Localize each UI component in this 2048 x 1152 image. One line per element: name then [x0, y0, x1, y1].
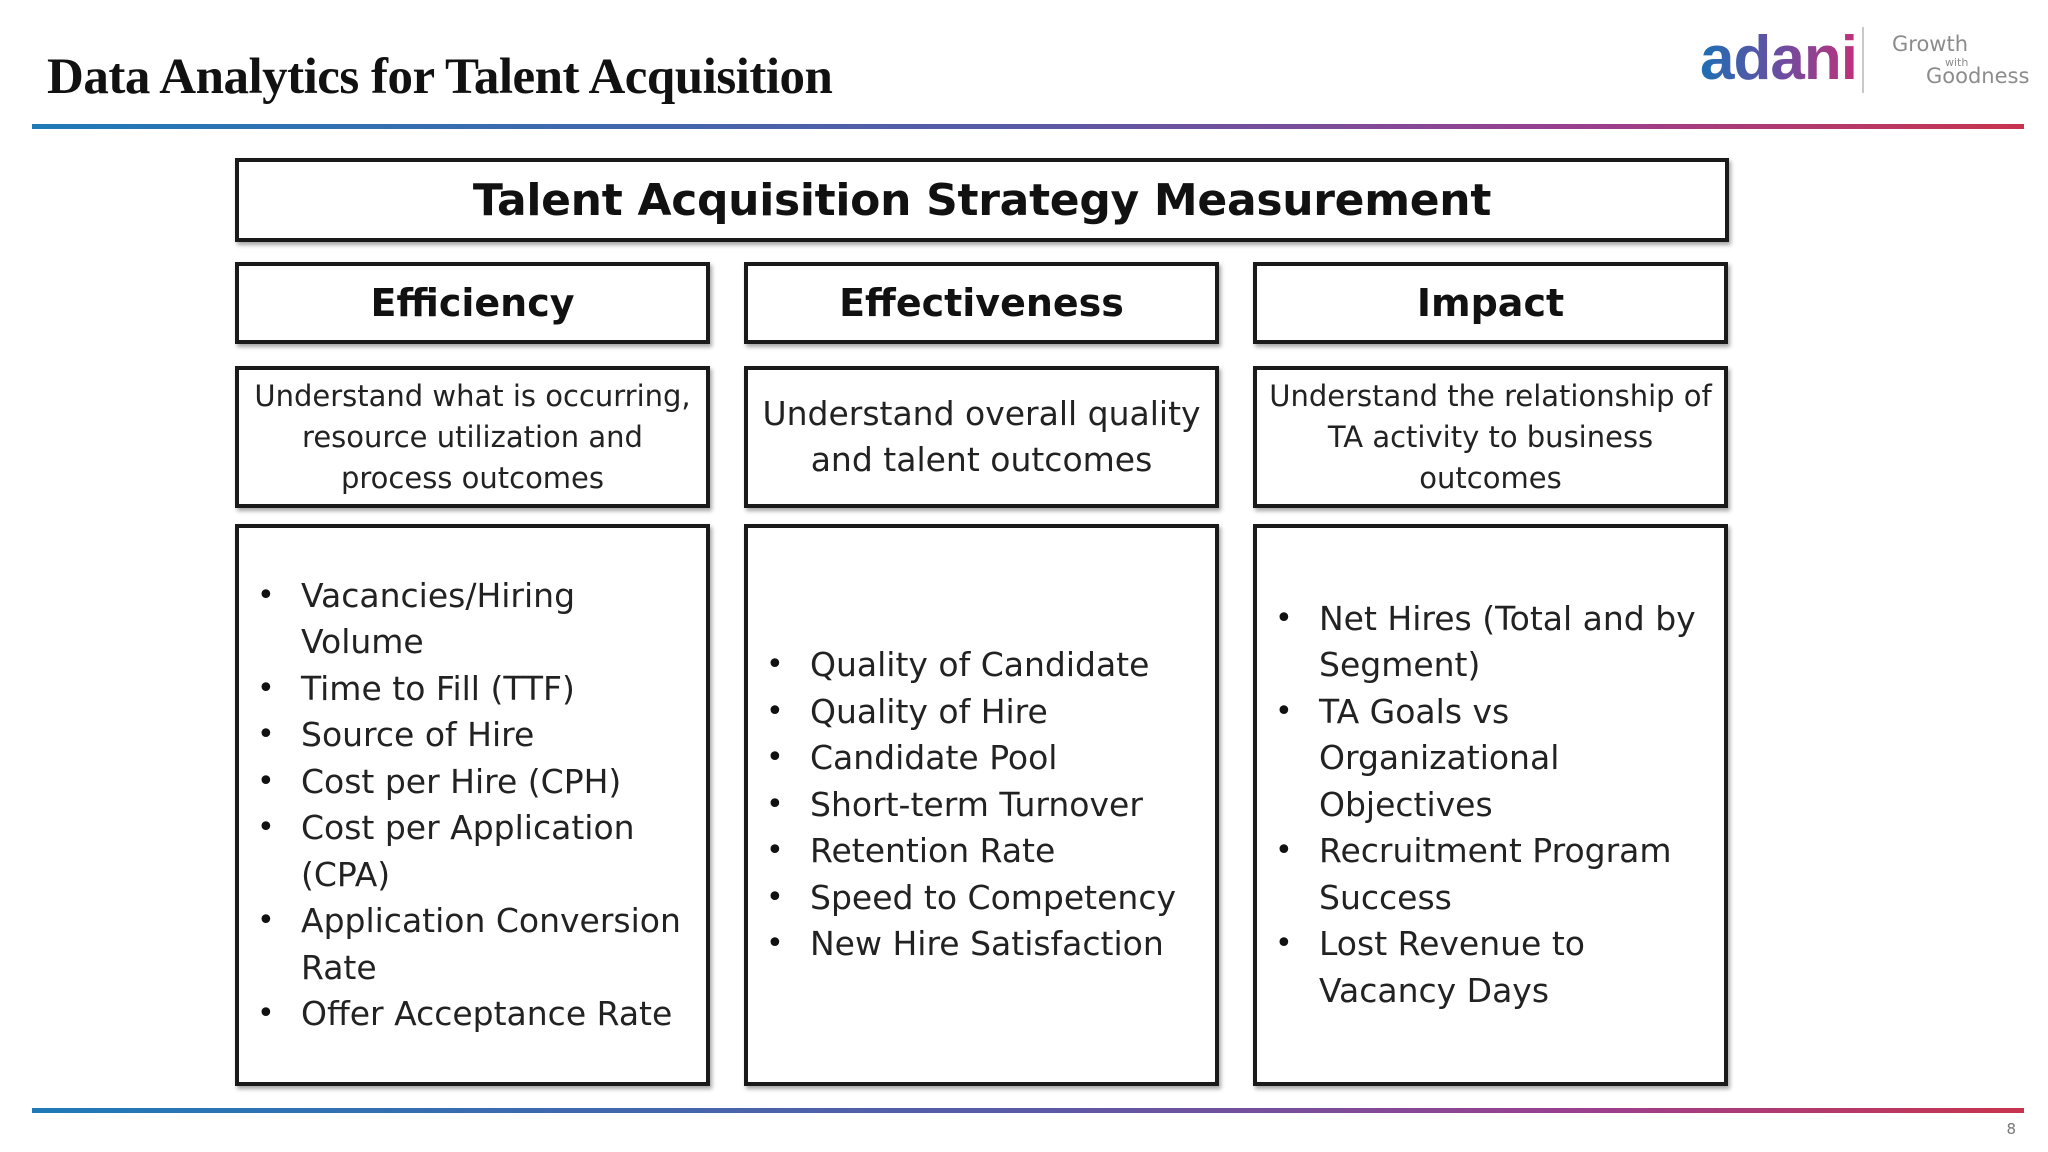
brand-tagline-growth: Growth [1892, 32, 1969, 56]
category-box-impact: Impact [1253, 262, 1728, 344]
list-item: Cost per Hire (CPH) [257, 759, 696, 806]
brand-tagline-goodness: Goodness [1926, 64, 2030, 88]
strategy-heading-box: Talent Acquisition Strategy Measurement [235, 158, 1729, 242]
description-box-impact: Understand the relationship of TA activi… [1253, 366, 1728, 508]
page-number: 8 [2006, 1120, 2016, 1138]
list-item: Quality of Candidate [766, 642, 1205, 689]
category-label: Impact [1416, 281, 1565, 325]
page-title: Data Analytics for Talent Acquisition [47, 49, 833, 105]
category-label: Effectiveness [839, 281, 1124, 325]
strategy-heading: Talent Acquisition Strategy Measurement [472, 174, 1492, 226]
category-box-effectiveness: Effectiveness [744, 262, 1219, 344]
list-item: Quality of Hire [766, 689, 1205, 736]
metrics-box-effectiveness: Quality of Candidate Quality of Hire Can… [744, 524, 1219, 1086]
brand-tagline-with: with [1945, 56, 1969, 69]
list-item: TA Goals vs Organizational Objectives [1275, 689, 1714, 829]
description-box-efficiency: Understand what is occurring, resource u… [235, 366, 710, 508]
category-description: Understand overall quality and talent ou… [762, 394, 1201, 479]
header-divider [32, 124, 2024, 129]
list-item: Short-term Turnover [766, 782, 1205, 829]
metrics-list: Net Hires (Total and by Segment) TA Goal… [1257, 596, 1724, 1015]
metrics-box-impact: Net Hires (Total and by Segment) TA Goal… [1253, 524, 1728, 1086]
metrics-list: Quality of Candidate Quality of Hire Can… [748, 642, 1215, 968]
list-item: Offer Acceptance Rate [257, 991, 696, 1038]
list-item: New Hire Satisfaction [766, 921, 1205, 968]
list-item: Application Conversion Rate [257, 898, 696, 991]
list-item: Cost per Application (CPA) [257, 805, 696, 898]
logo-divider [1862, 27, 1864, 93]
brand-wordmark: adani [1700, 24, 1858, 93]
metrics-list: Vacancies/Hiring Volume Time to Fill (TT… [239, 573, 706, 1038]
list-item: Vacancies/Hiring Volume [257, 573, 696, 666]
list-item: Lost Revenue to Vacancy Days [1275, 921, 1714, 1014]
category-box-efficiency: Efficiency [235, 262, 710, 344]
metrics-box-efficiency: Vacancies/Hiring Volume Time to Fill (TT… [235, 524, 710, 1086]
footer-divider [32, 1108, 2024, 1113]
list-item: Speed to Competency [766, 875, 1205, 922]
description-box-effectiveness: Understand overall quality and talent ou… [744, 366, 1219, 508]
list-item: Retention Rate [766, 828, 1205, 875]
category-description: Understand what is occurring, resource u… [254, 378, 691, 495]
category-label: Efficiency [370, 281, 575, 325]
adani-logo: adani Growth with Goodness [1700, 22, 2030, 102]
list-item: Time to Fill (TTF) [257, 666, 696, 713]
list-item: Source of Hire [257, 712, 696, 759]
list-item: Net Hires (Total and by Segment) [1275, 596, 1714, 689]
category-description: Understand the relationship of TA activi… [1269, 378, 1712, 495]
list-item: Candidate Pool [766, 735, 1205, 782]
list-item: Recruitment Program Success [1275, 828, 1714, 921]
